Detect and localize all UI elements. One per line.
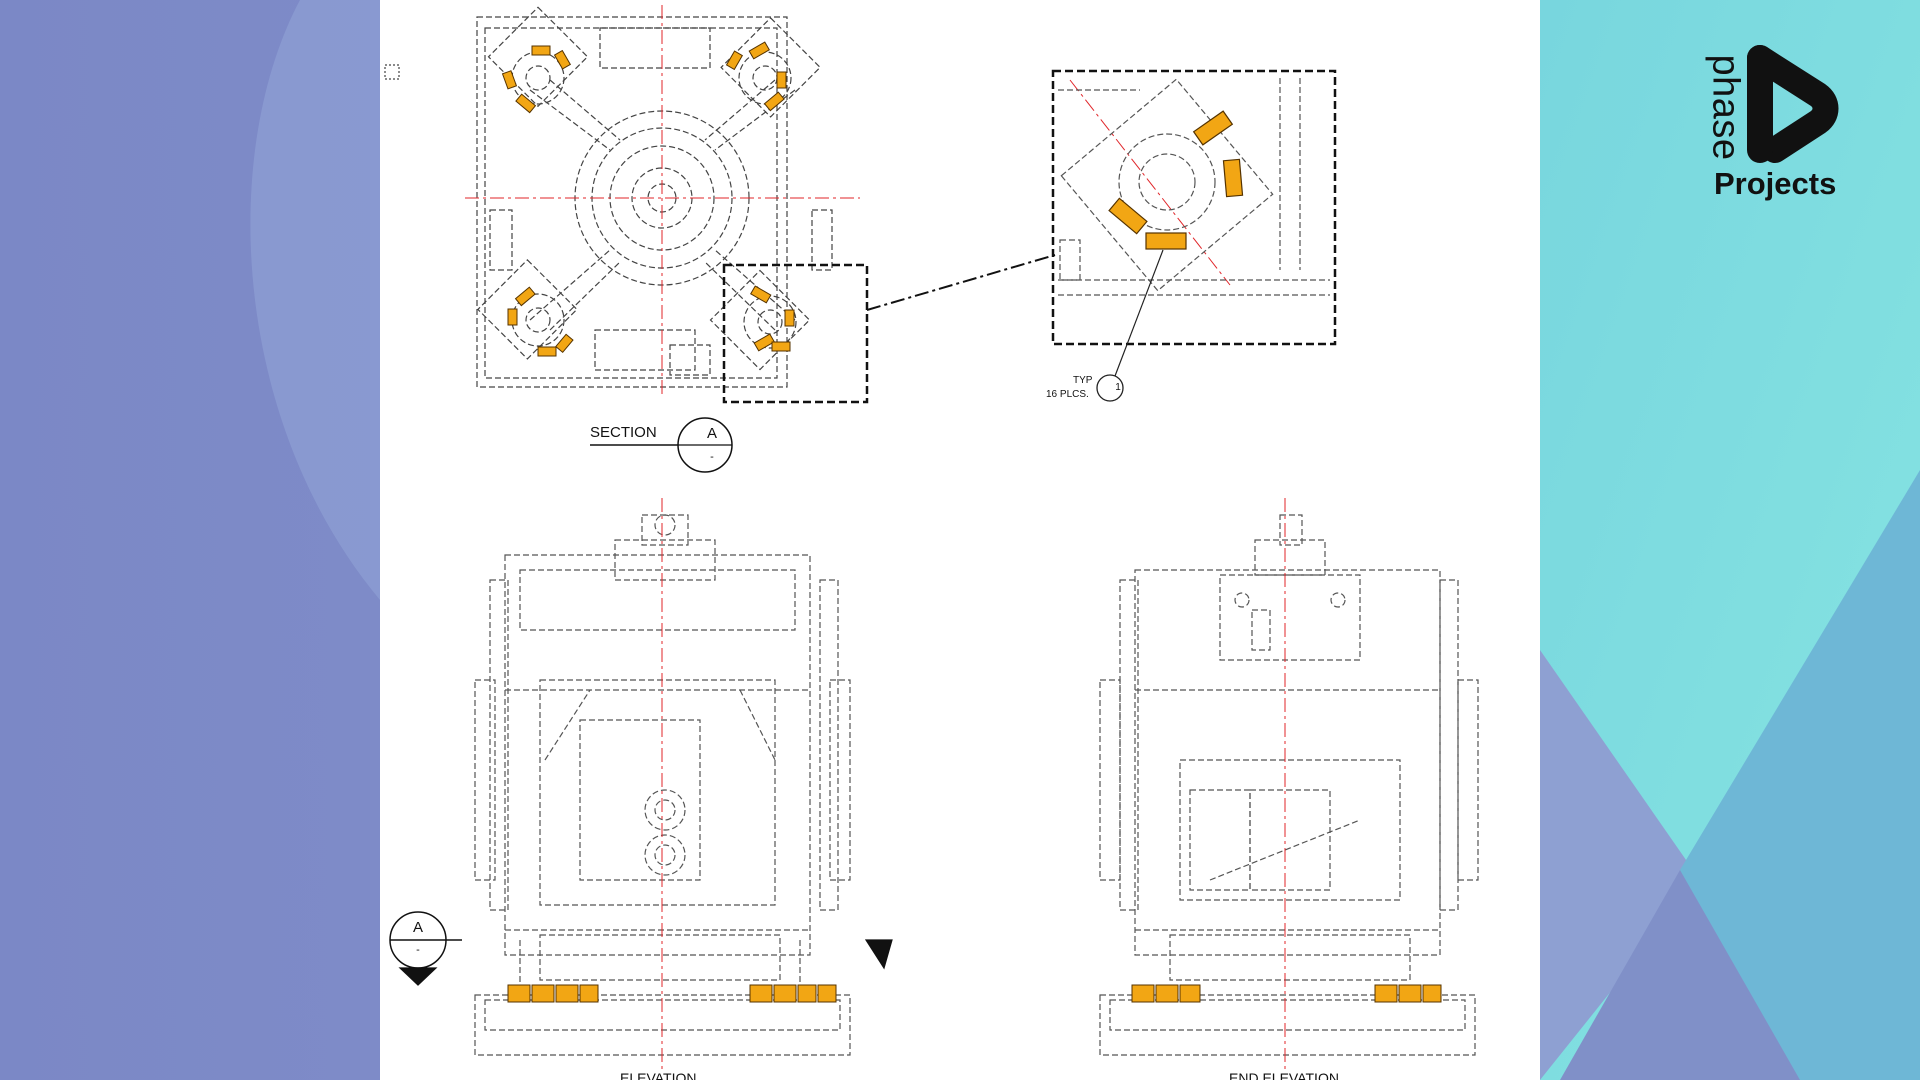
phase-projects-logo: phase Projects bbox=[1700, 40, 1860, 210]
item-number-bubble: 1 bbox=[1115, 382, 1121, 393]
section-view bbox=[476, 6, 833, 388]
section-bubble-letter: A bbox=[706, 425, 717, 442]
engineering-drawing bbox=[384, 5, 1479, 1070]
logo-word-projects: Projects bbox=[1714, 166, 1837, 201]
end-elevation-label: END ELEVATION bbox=[1229, 1070, 1339, 1080]
cut-bubble-letter: A bbox=[412, 919, 423, 936]
section-label: SECTION bbox=[590, 424, 657, 441]
end-elevation-view bbox=[1099, 514, 1479, 1056]
places-label: 16 PLCS. bbox=[1046, 389, 1089, 400]
typ-label: TYP bbox=[1073, 375, 1093, 386]
section-bubble-sub: - bbox=[710, 451, 714, 463]
cut-bubble-sub: - bbox=[416, 944, 420, 956]
drawing-sheet: SECTION A - TYP 16 PLCS. 1 A - ELEVATION… bbox=[380, 0, 1540, 1080]
logo-word-phase: phase bbox=[1704, 54, 1747, 161]
logo-mark-icon bbox=[1747, 45, 1839, 163]
elevation-view bbox=[474, 514, 851, 1056]
elevation-label: ELEVATION bbox=[620, 1070, 697, 1080]
